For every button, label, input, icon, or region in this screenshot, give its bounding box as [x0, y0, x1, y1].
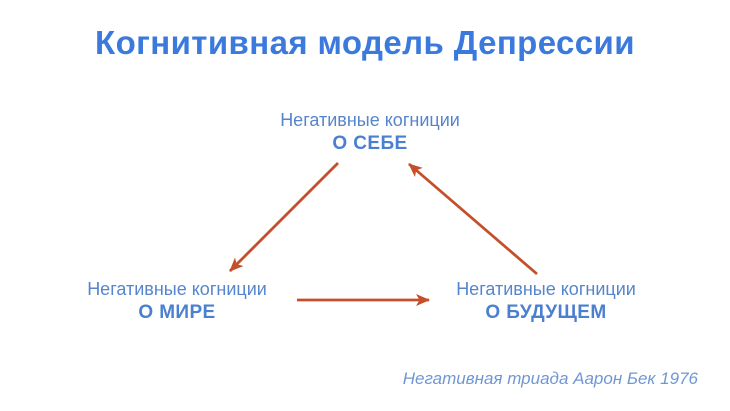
node-future: Негативные когниции О БУДУЩЕМ: [456, 278, 636, 325]
node-world-label: Негативные когниции: [87, 279, 267, 299]
caption: Негативная триада Аарон Бек 1976: [402, 369, 698, 388]
arrow-self-to-world-icon: [229, 162, 339, 272]
node-self: Негативные когниции О СЕБЕ: [280, 109, 460, 156]
node-world: Негативные когниции О МИРЕ: [87, 278, 267, 325]
node-future-label: Негативные когниции: [456, 279, 636, 299]
node-self-sublabel: О СЕБЕ: [332, 133, 408, 154]
node-future-sublabel: О БУДУЩЕМ: [485, 302, 607, 323]
node-self-label: Негативные когниции: [280, 110, 460, 130]
arrow-future-to-self-icon: [408, 162, 538, 276]
page-title: Когнитивная модель Депрессии: [95, 24, 635, 61]
node-world-sublabel: О МИРЕ: [138, 302, 216, 323]
